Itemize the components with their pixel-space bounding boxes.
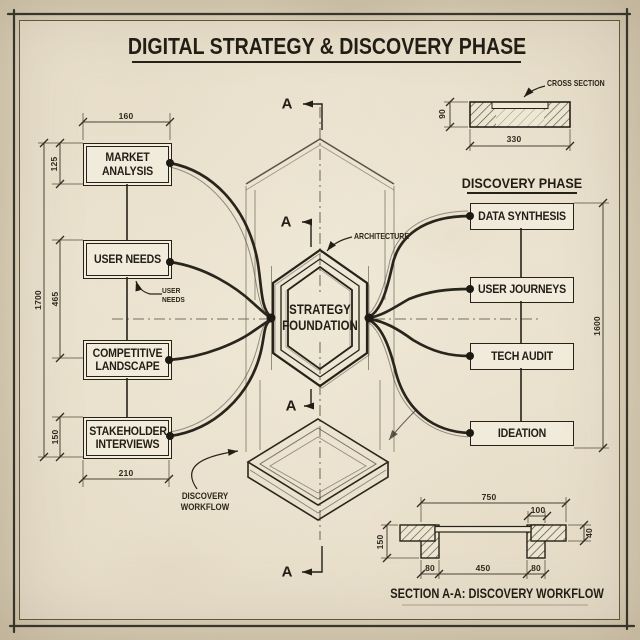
user-needs-annotation: USER NEEDS <box>162 286 185 304</box>
section-marker-a-lower: A <box>285 397 297 415</box>
dim-80-left: 80 <box>425 563 435 573</box>
box-label: COMPETITIVE LANDSCAPE <box>92 345 163 373</box>
box-tech-audit: TECH AUDIT <box>470 343 574 370</box>
dim-150-left: 150 <box>50 429 60 445</box>
section-marker-a-upper: A <box>280 213 292 231</box>
dim-125: 125 <box>49 156 59 172</box>
dim-450: 450 <box>475 563 491 573</box>
inner-border <box>19 20 620 620</box>
architecture-annotation: ARCHITECTURE <box>354 231 409 241</box>
box-label: USER NEEDS <box>94 251 161 266</box>
dim-160: 160 <box>118 111 134 121</box>
dim-1700: 1700 <box>33 290 43 310</box>
box-user-journeys: USER JOURNEYS <box>470 277 574 303</box>
discovery-phase-heading: DISCOVERY PHASE <box>461 175 583 191</box>
box-label: TECH AUDIT <box>491 348 553 363</box>
section-marker-a-bottom: A <box>281 563 293 581</box>
dim-465: 465 <box>50 291 60 307</box>
title-underline <box>132 61 521 63</box>
box-ideation: IDEATION <box>470 421 574 446</box>
page-title: DIGITAL STRATEGY & DISCOVERY PHASE <box>127 33 527 59</box>
section-aa-caption: SECTION A-A: DISCOVERY WORKFLOW <box>390 586 604 601</box>
box-label: IDEATION <box>497 425 547 440</box>
box-competitive-landscape: COMPETITIVE LANDSCAPE <box>83 340 172 380</box>
box-label: USER JOURNEYS <box>477 282 567 297</box>
section-marker-a-top: A <box>281 95 293 113</box>
dim-100: 100 <box>530 505 546 515</box>
box-user-needs: USER NEEDS <box>83 240 172 279</box>
box-label: MARKET ANALYSIS <box>101 150 154 178</box>
strategy-foundation-label: STRATEGY FOUNDATION <box>282 302 358 333</box>
dim-210: 210 <box>118 468 134 478</box>
dim-80-right: 80 <box>531 563 541 573</box>
dim-150-section: 150 <box>375 534 385 550</box>
discovery-workflow-annotation: DISCOVERY WORKFLOW <box>180 491 230 512</box>
dim-40: 40 <box>584 528 594 538</box>
dim-330: 330 <box>506 134 522 144</box>
box-market-analysis: MARKET ANALYSIS <box>83 143 172 186</box>
box-label: STAKEHOLDER INTERVIEWS <box>89 423 167 451</box>
cross-section-annotation: CROSS SECTION <box>547 78 605 88</box>
box-stakeholder-interviews: STAKEHOLDER INTERVIEWS <box>83 417 172 459</box>
discovery-heading-underline <box>467 192 577 194</box>
dim-1600: 1600 <box>592 316 602 336</box>
dim-750: 750 <box>481 492 497 502</box>
dim-90: 90 <box>437 109 447 119</box>
box-label: DATA SYNTHESIS <box>478 208 566 223</box>
box-data-synthesis: DATA SYNTHESIS <box>470 203 574 230</box>
